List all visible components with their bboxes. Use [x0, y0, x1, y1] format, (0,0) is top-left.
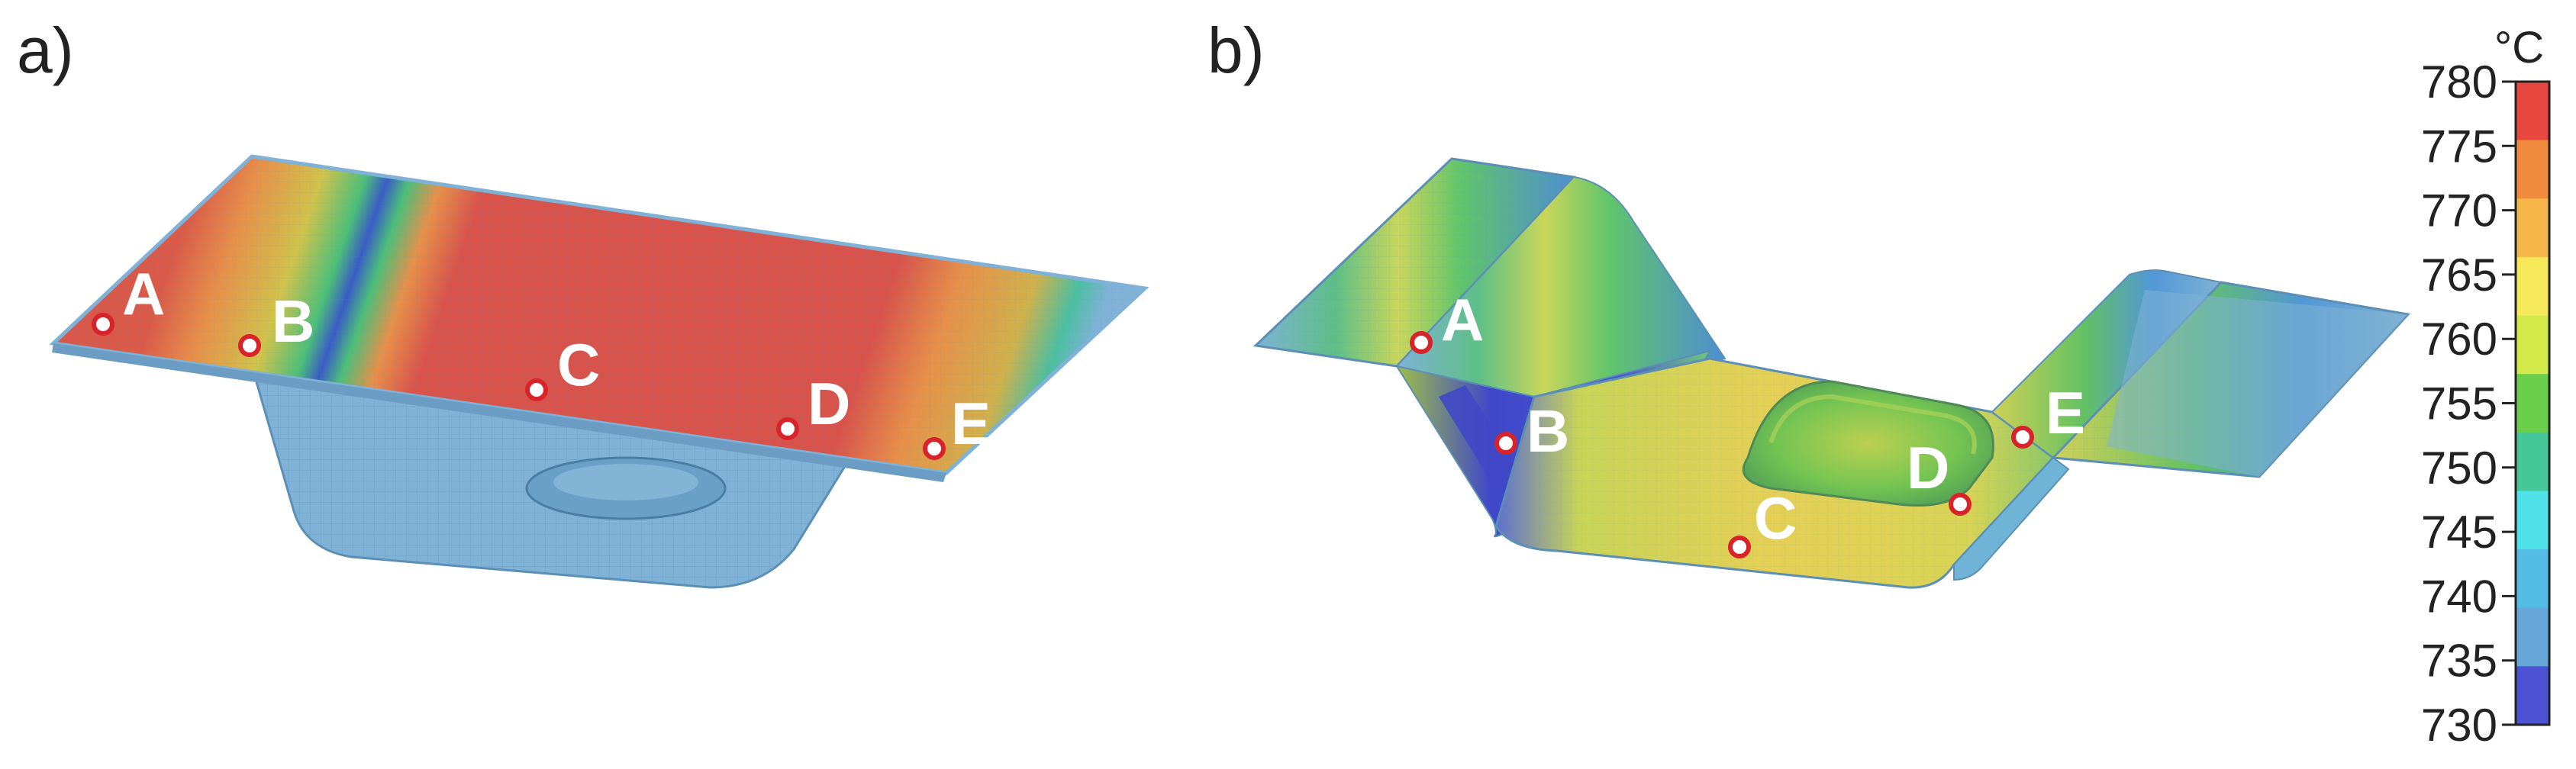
panel-a-flange: [49, 154, 1149, 482]
colorbar-band: [2516, 549, 2549, 609]
panel-b-point-c-marker: [1728, 536, 1751, 558]
colorbar-band: [2516, 374, 2549, 433]
panel-b: b) A B C D: [1207, 14, 2410, 589]
colorbar-tick-label: 775: [2421, 121, 2497, 172]
panel-a-label: a): [17, 14, 74, 86]
colorbar-tick-label: 770: [2421, 185, 2497, 236]
colorbar-band: [2516, 666, 2549, 726]
panel-a-point-c-label: C: [557, 331, 600, 398]
panel-a-point-e-label: E: [951, 390, 991, 457]
colorbar-tick-label: 765: [2421, 249, 2497, 301]
colorbar-tick-label: 735: [2421, 635, 2497, 687]
colorbar-band: [2516, 432, 2549, 491]
colorbar-band: [2516, 256, 2549, 317]
panel-a-point-b-marker: [238, 334, 261, 357]
panel-a-point-a-marker: [92, 313, 114, 336]
panel-b-boss: [1742, 380, 1994, 507]
panel-a-channel: [250, 365, 857, 589]
colorbar-tick-label: 745: [2421, 507, 2497, 558]
colorbar-ticks: 780 775 770 765 760 755 750 745 740 735 730: [2421, 56, 2516, 751]
colorbar-unit: °C: [2494, 23, 2544, 72]
colorbar-tick-label: 780: [2421, 56, 2497, 108]
panel-b-back-wall: [1395, 175, 1726, 398]
colorbar-tick-label: 750: [2421, 442, 2497, 494]
panel-b-point-a-label: A: [1441, 286, 1484, 353]
temperature-colorbar: °C 780 775 770 765 760 755 750 745 740 735 730: [2421, 23, 2551, 751]
panel-b-point-a-marker: [1410, 331, 1433, 354]
panel-b-point-c-label: C: [1754, 484, 1797, 552]
colorbar-band: [2516, 491, 2549, 550]
panel-b-point-e-label: E: [2046, 379, 2085, 446]
colorbar-band: [2516, 198, 2549, 258]
panel-b-label: b): [1207, 14, 1265, 86]
colorbar-band: [2516, 82, 2549, 141]
panel-b-point-b-marker: [1494, 432, 1517, 455]
colorbar-band: [2516, 607, 2549, 667]
panel-a-point-b-label: B: [272, 288, 314, 355]
panel-b-point-e-marker: [2011, 426, 2034, 449]
panel-a-points: A B C D E: [92, 260, 991, 460]
panel-a: a) A B C D E: [17, 14, 1149, 589]
panel-a-point-d-marker: [776, 417, 799, 440]
panel-b-right-wall: [1953, 456, 2070, 581]
panel-b-point-b-label: B: [1527, 397, 1569, 465]
panel-b-point-d-marker: [1949, 493, 1971, 516]
colorbar-tick-label: 740: [2421, 571, 2497, 622]
panel-b-point-d-label: D: [1907, 434, 1949, 501]
colorbar-tick-label: 755: [2421, 378, 2497, 430]
panel-a-point-a-label: A: [122, 260, 165, 327]
panel-a-point-d-label: D: [808, 370, 850, 437]
panel-b-points: A B C D E: [1410, 286, 2085, 558]
colorbar-band: [2516, 140, 2549, 199]
colorbar-tick-label: 760: [2421, 314, 2497, 365]
colorbar-band: [2516, 315, 2549, 375]
panel-a-point-c-marker: [525, 378, 548, 401]
colorbar-tick-label: 730: [2421, 700, 2497, 751]
panel-a-point-e-marker: [923, 437, 946, 460]
colorbar-bands: [2516, 82, 2549, 726]
